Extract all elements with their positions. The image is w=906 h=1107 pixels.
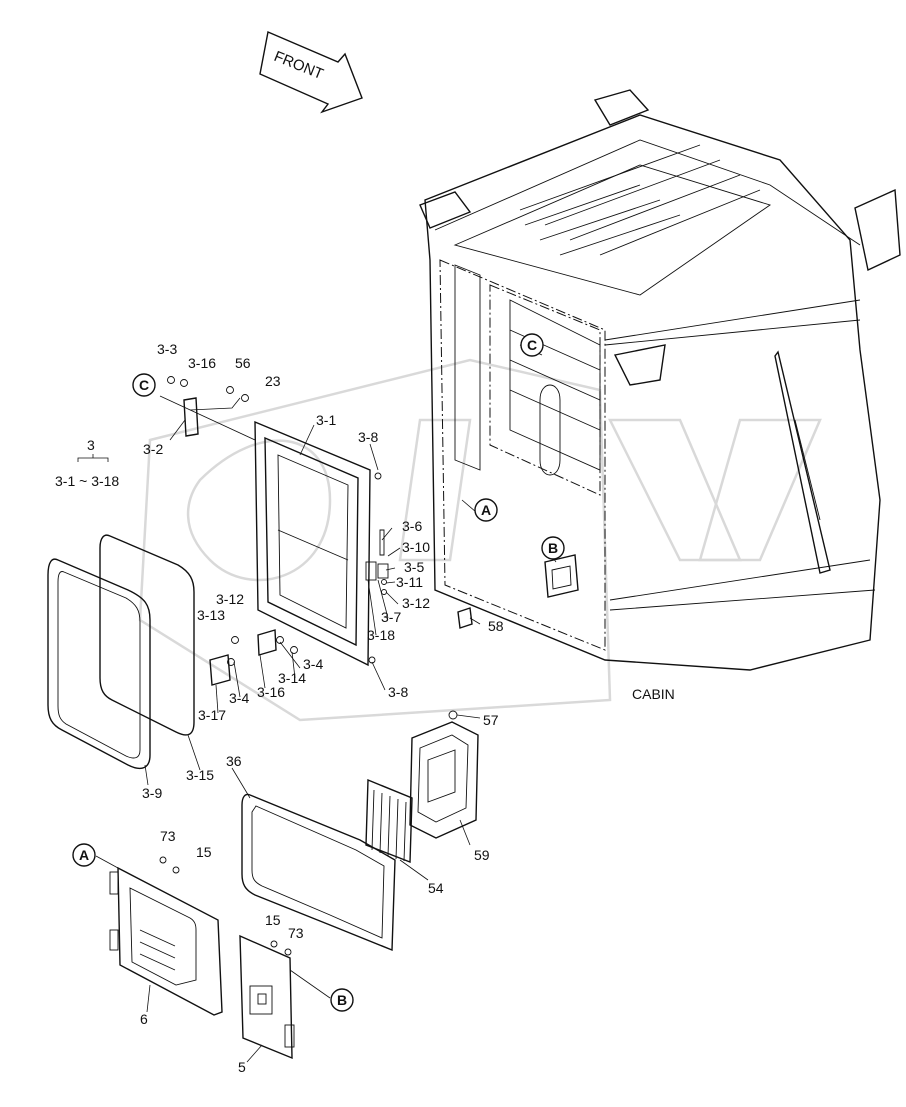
housing-59 bbox=[409, 710, 479, 839]
part-label: 3-4 bbox=[303, 656, 323, 672]
group-number: 3 bbox=[87, 437, 95, 453]
part-label: 3-4 bbox=[229, 690, 249, 706]
cover-6 bbox=[109, 866, 223, 1016]
callout-c-left: C bbox=[132, 373, 156, 397]
part-label: 3-15 bbox=[186, 767, 214, 783]
svg-text:B: B bbox=[548, 540, 558, 556]
part-label: 6 bbox=[140, 1011, 148, 1027]
filter-54 bbox=[365, 778, 413, 864]
part-label: 3-12 bbox=[216, 591, 244, 607]
assembly-title: CABIN bbox=[632, 686, 675, 702]
callout-c-cabin: C bbox=[520, 333, 544, 357]
part-label: 73 bbox=[288, 925, 304, 941]
part-label: 3-11 bbox=[396, 574, 423, 590]
part-label: 3-16 bbox=[188, 355, 216, 371]
part-label: 3-16 bbox=[257, 684, 285, 700]
part-label: 3-3 bbox=[157, 341, 177, 357]
part-label: 3-8 bbox=[358, 429, 378, 445]
part-label: 15 bbox=[196, 844, 212, 860]
part-label: 3-7 bbox=[381, 609, 401, 625]
part-label: 56 bbox=[235, 355, 251, 371]
door-frame bbox=[254, 420, 371, 667]
leader-lines bbox=[77, 344, 557, 1063]
part-label: 3-17 bbox=[198, 707, 226, 723]
part-label: 3-9 bbox=[142, 785, 162, 801]
part-label: 3-18 bbox=[367, 627, 395, 643]
svg-text:A: A bbox=[481, 502, 491, 518]
callout-a-cabin: A bbox=[474, 498, 498, 522]
callout-a-cover: A bbox=[72, 843, 96, 867]
svg-text:A: A bbox=[79, 847, 89, 863]
hinge-bracket bbox=[167, 376, 249, 437]
fasteners bbox=[159, 856, 292, 956]
callout-b-cabin: B bbox=[541, 536, 565, 560]
part-58 bbox=[457, 607, 473, 629]
part-label: 54 bbox=[428, 880, 444, 896]
part-label: 3-6 bbox=[402, 518, 422, 534]
part-labels: 3-3 3-16 56 23 3-2 3-1 3-8 3-6 3-10 3-5 … bbox=[140, 341, 504, 1075]
svg-text:C: C bbox=[139, 377, 149, 393]
part-label: 3-10 bbox=[402, 539, 430, 555]
part-label: 3-1 bbox=[316, 412, 336, 428]
part-label: 5 bbox=[238, 1059, 246, 1075]
svg-text:B: B bbox=[337, 992, 347, 1008]
part-label: 3-14 bbox=[278, 670, 306, 686]
group-range: 3-1 ~ 3-18 bbox=[55, 473, 119, 489]
front-arrow: FRONT bbox=[259, 31, 363, 114]
cover-5 bbox=[239, 934, 295, 1060]
part-label: 3-2 bbox=[143, 441, 163, 457]
cabin-body bbox=[419, 89, 901, 671]
part-label: 36 bbox=[226, 753, 242, 769]
part-label: 3-12 bbox=[402, 595, 430, 611]
part-label: 58 bbox=[488, 618, 504, 634]
part-label: 15 bbox=[265, 912, 281, 928]
part-label: 3-5 bbox=[404, 559, 424, 575]
seal-36 bbox=[241, 793, 396, 952]
callout-b-cover: B bbox=[330, 988, 354, 1012]
part-label: 57 bbox=[483, 712, 499, 728]
part-label: 23 bbox=[265, 373, 281, 389]
part-label: 3-13 bbox=[197, 607, 225, 623]
svg-text:C: C bbox=[527, 337, 537, 353]
part-label: 59 bbox=[474, 847, 490, 863]
door-glass bbox=[47, 534, 195, 770]
part-label: 73 bbox=[160, 828, 176, 844]
part-label: 3-8 bbox=[388, 684, 408, 700]
lower-hinge bbox=[209, 629, 298, 686]
